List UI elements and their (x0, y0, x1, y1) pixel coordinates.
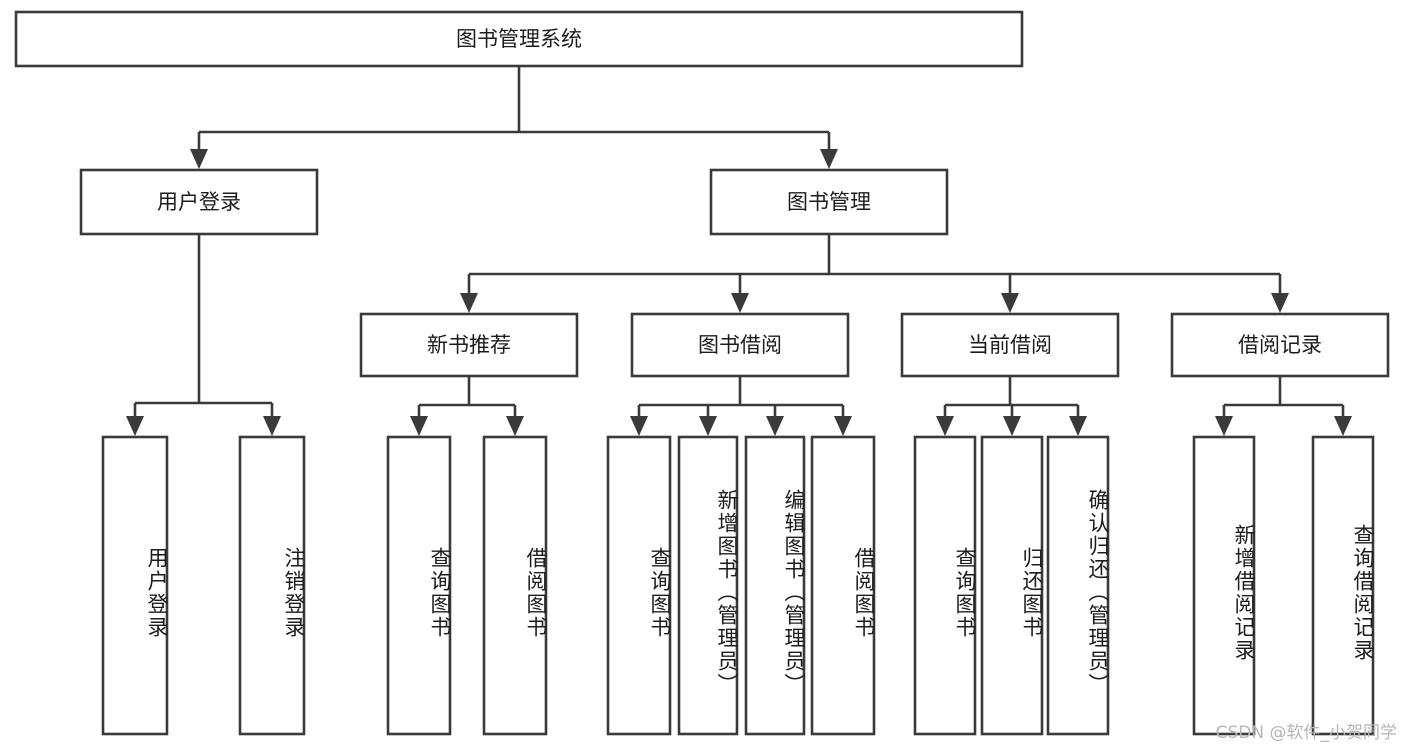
node-book-borrow[interactable] (630, 312, 850, 378)
node-root-label: 图书管理系统 (456, 27, 582, 51)
arrow-head-icon (126, 416, 144, 436)
arrow-head-icon (1334, 416, 1352, 436)
node-new-book-rec-label: 新书推荐 (427, 333, 511, 357)
node-leaf-add-borrow-record[interactable] (1192, 435, 1256, 736)
node-borrow-record[interactable] (1170, 312, 1390, 378)
node-leaf-query-borrow-record[interactable] (1311, 435, 1375, 736)
node-book-manage-label: 图书管理 (787, 190, 871, 214)
node-leaf-borrow-book[interactable] (810, 435, 876, 736)
arrow-head-icon (834, 416, 852, 436)
node-leaf-query-book-rec[interactable] (386, 435, 452, 736)
arrow-head-icon (699, 416, 717, 436)
node-leaf-borrow-book-rec[interactable] (482, 435, 548, 736)
node-root[interactable] (14, 10, 1024, 68)
arrow-head-icon (766, 416, 784, 436)
node-user-login[interactable] (79, 168, 319, 236)
node-current-borrow[interactable] (900, 312, 1120, 378)
node-current-borrow-label: 当前借阅 (968, 333, 1052, 357)
node-leaf-query-book-cur[interactable] (913, 435, 977, 736)
arrow-head-icon (630, 416, 648, 436)
node-leaf-return-book[interactable] (980, 435, 1044, 736)
edges-layer (126, 66, 1352, 436)
arrow-head-icon (410, 416, 428, 436)
arrow-head-icon (1001, 293, 1019, 313)
node-leaf-query-book-borrow[interactable] (606, 435, 672, 736)
arrow-head-icon (936, 416, 954, 436)
node-book-borrow-label: 图书借阅 (698, 333, 782, 357)
node-leaf-add-book-admin[interactable] (677, 435, 739, 736)
node-leaf-confirm-return-admin[interactable] (1046, 435, 1110, 736)
csdn-watermark: CSDN @软件_小贺同学 (1215, 723, 1397, 743)
node-leaf-user-login[interactable] (101, 435, 169, 736)
node-book-manage[interactable] (709, 168, 949, 236)
node-leaf-edit-book-admin[interactable] (744, 435, 806, 736)
arrow-head-icon (460, 293, 478, 313)
arrow-head-icon (731, 293, 749, 313)
node-borrow-record-label: 借阅记录 (1238, 333, 1322, 357)
arrow-head-icon (506, 416, 524, 436)
arrow-head-icon (263, 416, 281, 436)
node-leaf-logout[interactable] (238, 435, 306, 736)
arrow-head-icon (1069, 416, 1087, 436)
arrow-head-icon (1003, 416, 1021, 436)
arrow-head-icon (1271, 293, 1289, 313)
arrow-head-icon (820, 149, 838, 169)
arrow-head-icon (1215, 416, 1233, 436)
arrow-head-icon (190, 149, 208, 169)
node-user-login-label: 用户登录 (157, 190, 241, 214)
node-new-book-rec[interactable] (359, 312, 579, 378)
